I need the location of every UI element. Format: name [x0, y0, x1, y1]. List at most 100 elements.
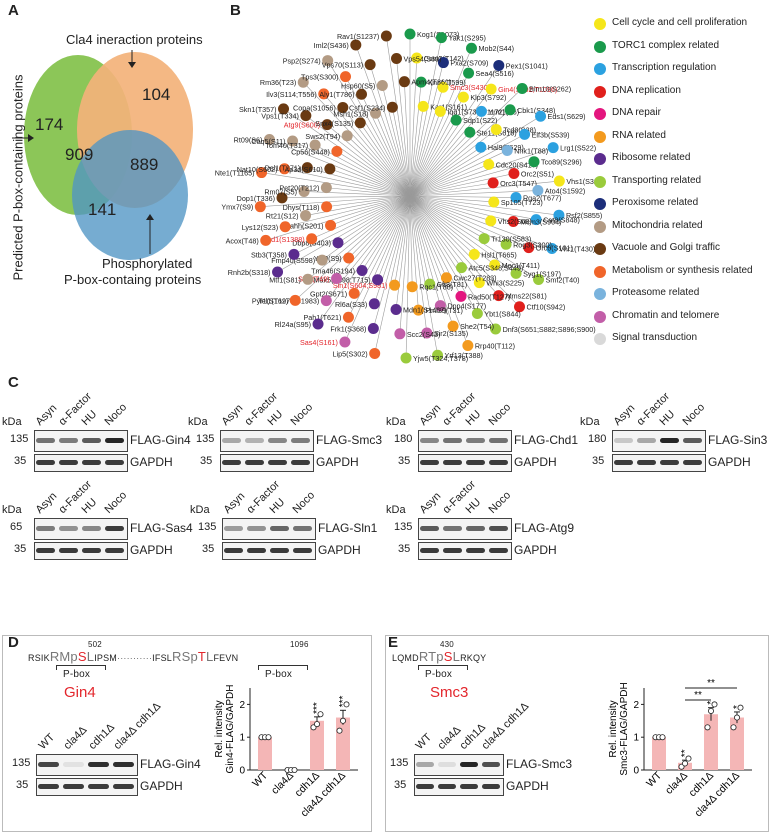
- network-node-label: Nnk1(T88): [514, 146, 548, 155]
- legend-dot: [594, 265, 606, 278]
- network-node-label: Klp3(S792): [470, 93, 506, 102]
- loading-band: [38, 784, 59, 789]
- gin4-pbox2-label: P-box: [265, 669, 293, 680]
- network-node: [372, 274, 384, 286]
- blot-band: [465, 438, 486, 443]
- blot-target-label: FLAG-Smc3: [316, 433, 383, 447]
- blot-loading-label: GAPDH: [514, 455, 557, 469]
- kda-label: kDa: [2, 504, 22, 516]
- network-node: [462, 339, 474, 351]
- blot-band: [221, 438, 242, 443]
- network-node-label: Lys12(S23): [242, 223, 279, 232]
- blot-target-label: FLAG-Chd1: [514, 433, 579, 447]
- network-node-label: Dop1(T336): [237, 194, 275, 203]
- blot-strip-target: [418, 518, 512, 540]
- network-node-label: Apm4(T361): [411, 78, 451, 87]
- legend-dot: [594, 40, 606, 53]
- legend-label: Transporting related: [612, 174, 702, 186]
- bar: [310, 720, 324, 770]
- network-node: [478, 233, 490, 245]
- kda-marker: 135: [390, 757, 409, 769]
- blot-band: [63, 762, 84, 767]
- network-node: [356, 265, 368, 277]
- kda-marker: 135: [394, 521, 413, 533]
- network-node: [519, 128, 531, 140]
- network-node: [276, 192, 288, 204]
- blot-band: [659, 438, 680, 443]
- y-tick-label: 0: [633, 766, 639, 777]
- loading-band: [419, 460, 440, 465]
- panel-label-a: A: [8, 2, 19, 19]
- lane-label: HU: [79, 408, 100, 428]
- network-node-label: Lip5(S302): [333, 349, 368, 358]
- data-point: [730, 724, 737, 731]
- network-node: [289, 294, 301, 306]
- blot-band: [613, 438, 634, 443]
- significance-mark: *: [706, 701, 717, 705]
- network-node-label: Kns1(T599): [428, 78, 466, 87]
- network-node-label: Dsl1(T271): [265, 164, 301, 173]
- blot-strip-loading: [222, 542, 316, 560]
- network-node-label: Vhr1(T430): [559, 244, 595, 253]
- network-node: [437, 81, 449, 93]
- lane-label: Noco: [102, 489, 130, 516]
- blot-target-label: FLAG-Smc3: [506, 757, 573, 771]
- venn-count-pred-phos: 141: [88, 200, 116, 219]
- network-node: [490, 123, 502, 135]
- network-node: [337, 101, 349, 113]
- gin4-pbox1-label: P-box: [63, 669, 91, 680]
- kda-marker: 35: [14, 455, 27, 467]
- lane-label: HU: [265, 408, 286, 428]
- blot-band: [104, 526, 125, 531]
- loading-band: [221, 460, 242, 465]
- network-node: [553, 209, 565, 221]
- venn-bottom-label-2: P-box-containg proteins: [64, 272, 202, 287]
- loading-band: [488, 460, 509, 465]
- network-node: [263, 133, 275, 145]
- lane-label: Noco: [288, 401, 316, 428]
- network-node: [528, 156, 540, 168]
- legend-label: Vacuole and Golgi traffic: [612, 242, 721, 253]
- network-node-label: Rga2(T677): [523, 194, 561, 203]
- gin4-site1-number: 502: [88, 640, 102, 649]
- network-node-label: Dhys(T118): [283, 203, 320, 212]
- network-node-label: Mob2(S44): [478, 44, 514, 53]
- network-node-label: Rad50(T127): [468, 292, 510, 301]
- gin4-pbox2-line: [258, 665, 308, 670]
- network-node-label: Sdp1(S22): [463, 116, 497, 125]
- network-node: [297, 76, 309, 88]
- network-node-label: Rm36(T23): [260, 78, 296, 87]
- blot-loading-label: GAPDH: [130, 455, 173, 469]
- blot-band: [682, 438, 703, 443]
- network-node: [434, 105, 446, 117]
- network-node: [389, 279, 401, 291]
- panel-label-e: E: [388, 634, 399, 651]
- network-node: [302, 273, 314, 285]
- network-node: [342, 311, 354, 323]
- network-node: [514, 301, 526, 313]
- gin4-title: Gin4: [64, 684, 96, 701]
- network-node: [260, 234, 272, 246]
- network-node-label: Sahh(S201): [285, 221, 323, 230]
- blot-loading-label: GAPDH: [708, 455, 751, 469]
- blot-loading-label: GAPDH: [514, 543, 557, 557]
- legend-dot: [594, 333, 606, 345]
- loading-band: [246, 548, 267, 553]
- network-node-label: Atg9(S600): [284, 121, 320, 130]
- network-node: [483, 158, 495, 170]
- venn-diagram: 174 104 909 889 141: [12, 50, 193, 260]
- network-node: [343, 252, 355, 264]
- network-node-label: Sp105(T723): [501, 198, 543, 207]
- network-node: [533, 273, 545, 285]
- network-node: [471, 308, 483, 320]
- blot-strip-target: [34, 430, 128, 452]
- legend-dot: [594, 18, 606, 30]
- network-node: [510, 267, 522, 279]
- blot-strip-loading: [220, 454, 314, 472]
- network-node-label: Rog3(S300): [513, 240, 552, 249]
- blot-strip-loading: [34, 542, 128, 560]
- blot-loading-label: GAPDH: [130, 543, 173, 557]
- network-node-label: Coq5(S11): [251, 137, 285, 146]
